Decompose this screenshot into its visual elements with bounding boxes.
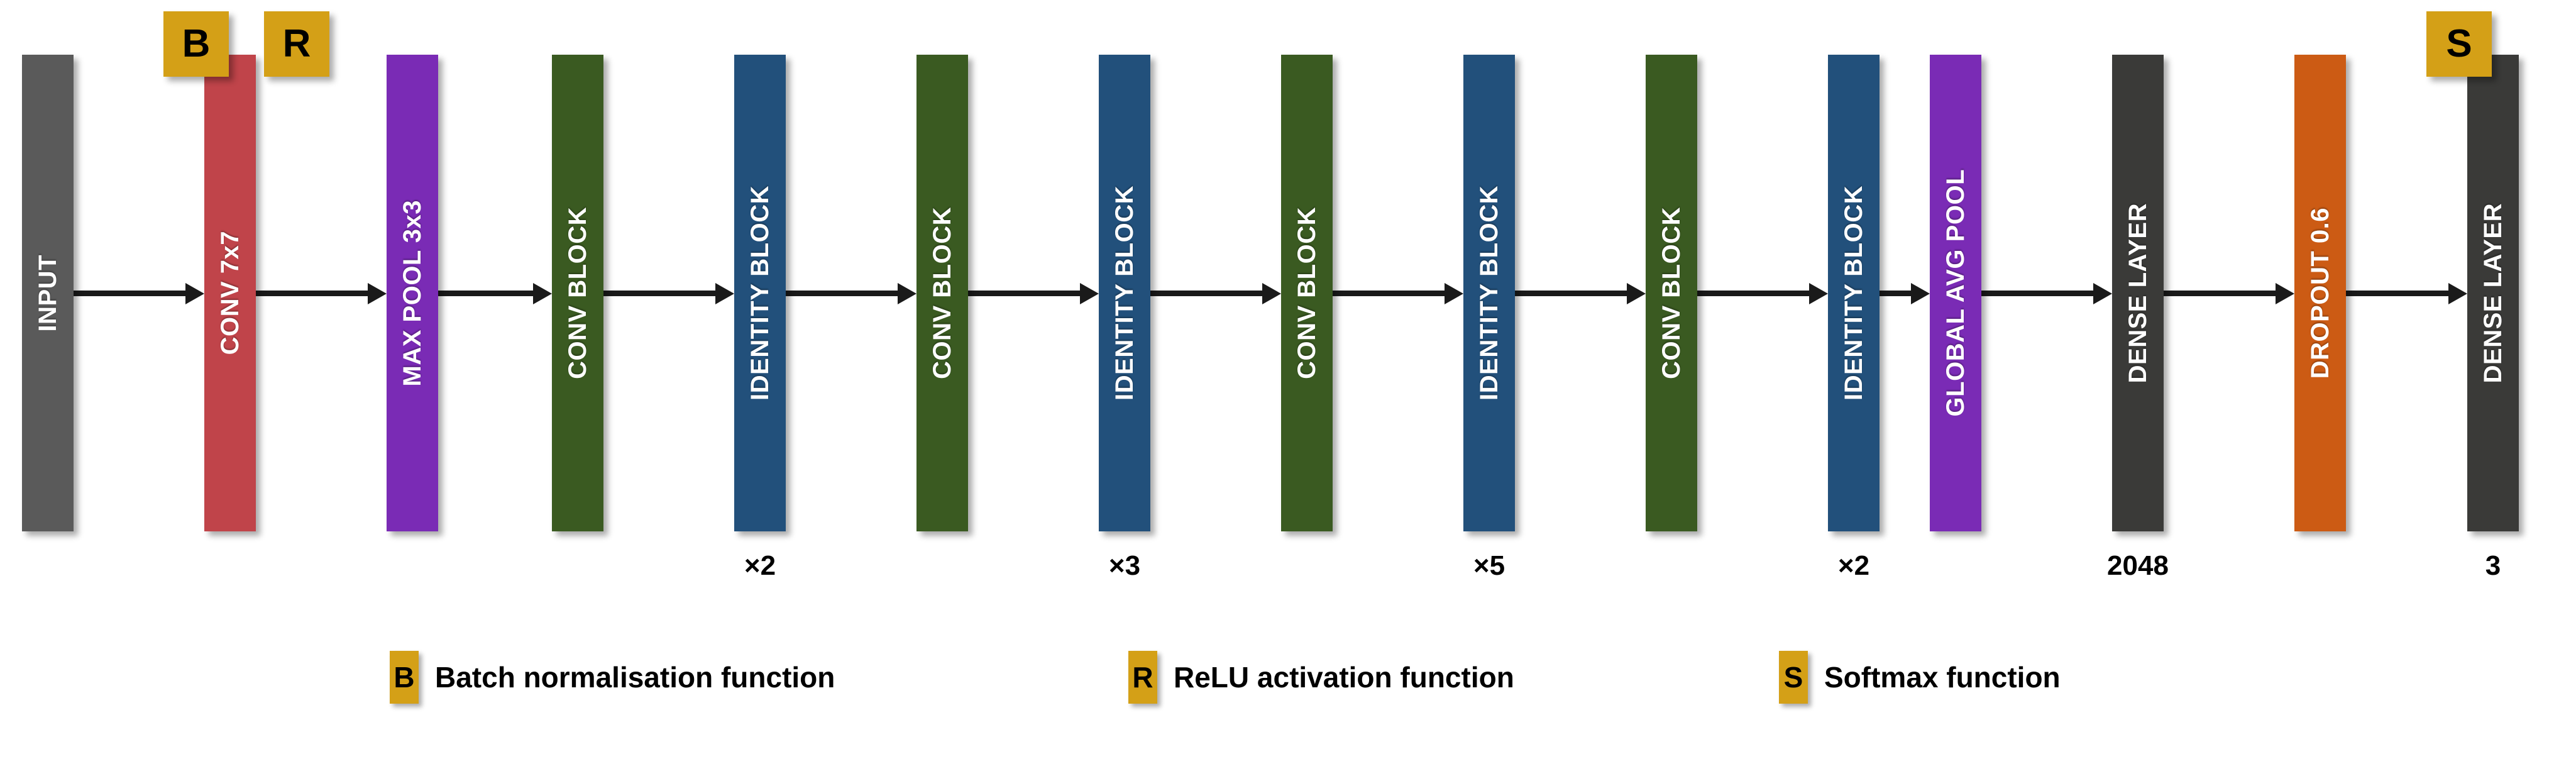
legend-label-b: Batch normalisation function bbox=[435, 661, 835, 694]
layer-caption-dense1: 2048 bbox=[2107, 550, 2169, 581]
layer-block-input[interactable]: INPUT bbox=[22, 55, 74, 531]
legend-item-s: S Softmax function bbox=[1779, 651, 2061, 704]
arrow-conv7x7-to-maxpool bbox=[256, 283, 387, 304]
arrow-shaft bbox=[1515, 291, 1628, 296]
arrow-shaft bbox=[1981, 291, 2094, 296]
layer-block-gap[interactable]: GLOBAL AVG POOL bbox=[1930, 55, 1981, 531]
layer-label-input: INPUT bbox=[34, 254, 62, 332]
arrow-shaft bbox=[1150, 291, 1263, 296]
arrow-shaft bbox=[74, 291, 187, 296]
arrow-head-icon bbox=[2093, 283, 2112, 304]
layer-block-maxpool[interactable]: MAX POOL 3x3 bbox=[387, 55, 438, 531]
arrow-head-icon bbox=[2448, 283, 2467, 304]
arrow-head-icon bbox=[1809, 283, 1828, 304]
arrow-shaft bbox=[603, 291, 717, 296]
layer-caption-identity1: ×2 bbox=[744, 550, 776, 581]
layer-label-dropout: DROPOUT 0.6 bbox=[2306, 207, 2334, 379]
arrow-head-icon bbox=[1262, 283, 1281, 304]
layer-label-convblock4: CONV BLOCK bbox=[1658, 207, 1685, 379]
layer-caption-dense2: 3 bbox=[2485, 550, 2501, 581]
layer-block-convblock3[interactable]: CONV BLOCK bbox=[1281, 55, 1333, 531]
layer-block-dense1[interactable]: DENSE LAYER bbox=[2112, 55, 2164, 531]
arrow-convblock4-to-identity4 bbox=[1697, 283, 1828, 304]
function-badge-s-dense2[interactable]: S bbox=[2426, 11, 2492, 77]
layer-block-convblock2[interactable]: CONV BLOCK bbox=[916, 55, 968, 531]
arrow-head-icon bbox=[715, 283, 734, 304]
arrow-shaft bbox=[256, 291, 369, 296]
layer-block-conv7x7[interactable]: CONV 7x7 bbox=[204, 55, 256, 531]
arrow-dense1-to-dropout bbox=[2164, 283, 2294, 304]
arrow-head-icon bbox=[2276, 283, 2294, 304]
arrow-shaft bbox=[2164, 291, 2277, 296]
legend: B Batch normalisation function R ReLU activ… bbox=[0, 651, 2576, 720]
legend-item-b: B Batch normalisation function bbox=[390, 651, 835, 704]
arrow-maxpool-to-convblock1 bbox=[438, 283, 552, 304]
arrow-convblock3-to-identity3 bbox=[1333, 283, 1463, 304]
layer-label-convblock3: CONV BLOCK bbox=[1293, 207, 1321, 379]
arrow-head-icon bbox=[1627, 283, 1646, 304]
layer-label-identity3: IDENTITY BLOCK bbox=[1475, 186, 1503, 401]
layer-block-identity1[interactable]: IDENTITY BLOCK bbox=[734, 55, 786, 531]
layer-label-convblock2: CONV BLOCK bbox=[928, 207, 956, 379]
layer-label-identity4: IDENTITY BLOCK bbox=[1840, 186, 1868, 401]
layer-caption-identity4: ×2 bbox=[1837, 550, 1870, 581]
arrow-head-icon bbox=[533, 283, 552, 304]
legend-label-r: ReLU activation function bbox=[1174, 661, 1514, 694]
layer-label-dense2: DENSE LAYER bbox=[2479, 202, 2507, 384]
layer-label-gap: GLOBAL AVG POOL bbox=[1942, 169, 1969, 417]
arrow-convblock2-to-identity2 bbox=[968, 283, 1099, 304]
function-badge-r-conv7x7[interactable]: R bbox=[264, 11, 329, 77]
arrow-shaft bbox=[2346, 291, 2450, 296]
arrow-shaft bbox=[1333, 291, 1446, 296]
layer-label-identity2: IDENTITY BLOCK bbox=[1111, 186, 1138, 401]
layer-label-convblock1: CONV BLOCK bbox=[564, 207, 592, 379]
arrow-head-icon bbox=[1911, 283, 1930, 304]
layer-label-identity1: IDENTITY BLOCK bbox=[746, 186, 774, 401]
layer-block-convblock1[interactable]: CONV BLOCK bbox=[552, 55, 603, 531]
arrow-identity2-to-convblock3 bbox=[1150, 283, 1281, 304]
layer-block-identity2[interactable]: IDENTITY BLOCK bbox=[1099, 55, 1150, 531]
arrow-identity4-to-gap bbox=[1880, 283, 1930, 304]
arrow-shaft bbox=[968, 291, 1081, 296]
arrow-head-icon bbox=[1080, 283, 1099, 304]
arrow-gap-to-dense1 bbox=[1981, 283, 2112, 304]
arrow-shaft bbox=[438, 291, 534, 296]
legend-label-s: Softmax function bbox=[1824, 661, 2061, 694]
layer-block-identity3[interactable]: IDENTITY BLOCK bbox=[1463, 55, 1515, 531]
legend-chip-b: B bbox=[390, 651, 419, 704]
function-badge-b-conv7x7[interactable]: B bbox=[163, 11, 229, 77]
arrow-head-icon bbox=[185, 283, 204, 304]
layer-block-dropout[interactable]: DROPOUT 0.6 bbox=[2294, 55, 2346, 531]
layer-block-identity4[interactable]: IDENTITY BLOCK bbox=[1828, 55, 1880, 531]
arrow-shaft bbox=[1880, 291, 1912, 296]
layer-label-dense1: DENSE LAYER bbox=[2124, 202, 2152, 384]
arrow-identity3-to-convblock4 bbox=[1515, 283, 1646, 304]
arrow-head-icon bbox=[368, 283, 387, 304]
arrow-shaft bbox=[786, 291, 899, 296]
legend-item-r: R ReLU activation function bbox=[1128, 651, 1514, 704]
legend-chip-s: S bbox=[1779, 651, 1808, 704]
legend-chip-r: R bbox=[1128, 651, 1157, 704]
arrow-head-icon bbox=[1445, 283, 1463, 304]
layer-block-dense2[interactable]: DENSE LAYER bbox=[2467, 55, 2519, 531]
layer-label-conv7x7: CONV 7x7 bbox=[216, 231, 244, 355]
layer-caption-identity3: ×5 bbox=[1473, 550, 1505, 581]
layer-label-maxpool: MAX POOL 3x3 bbox=[399, 199, 426, 387]
layer-block-convblock4[interactable]: CONV BLOCK bbox=[1646, 55, 1697, 531]
arrow-head-icon bbox=[898, 283, 916, 304]
arrow-shaft bbox=[1697, 291, 1810, 296]
arrow-convblock1-to-identity1 bbox=[603, 283, 734, 304]
arrow-identity1-to-convblock2 bbox=[786, 283, 916, 304]
arrow-input-to-conv7x7 bbox=[74, 283, 204, 304]
layer-caption-identity2: ×3 bbox=[1108, 550, 1141, 581]
arrow-dropout-to-dense2 bbox=[2346, 283, 2467, 304]
